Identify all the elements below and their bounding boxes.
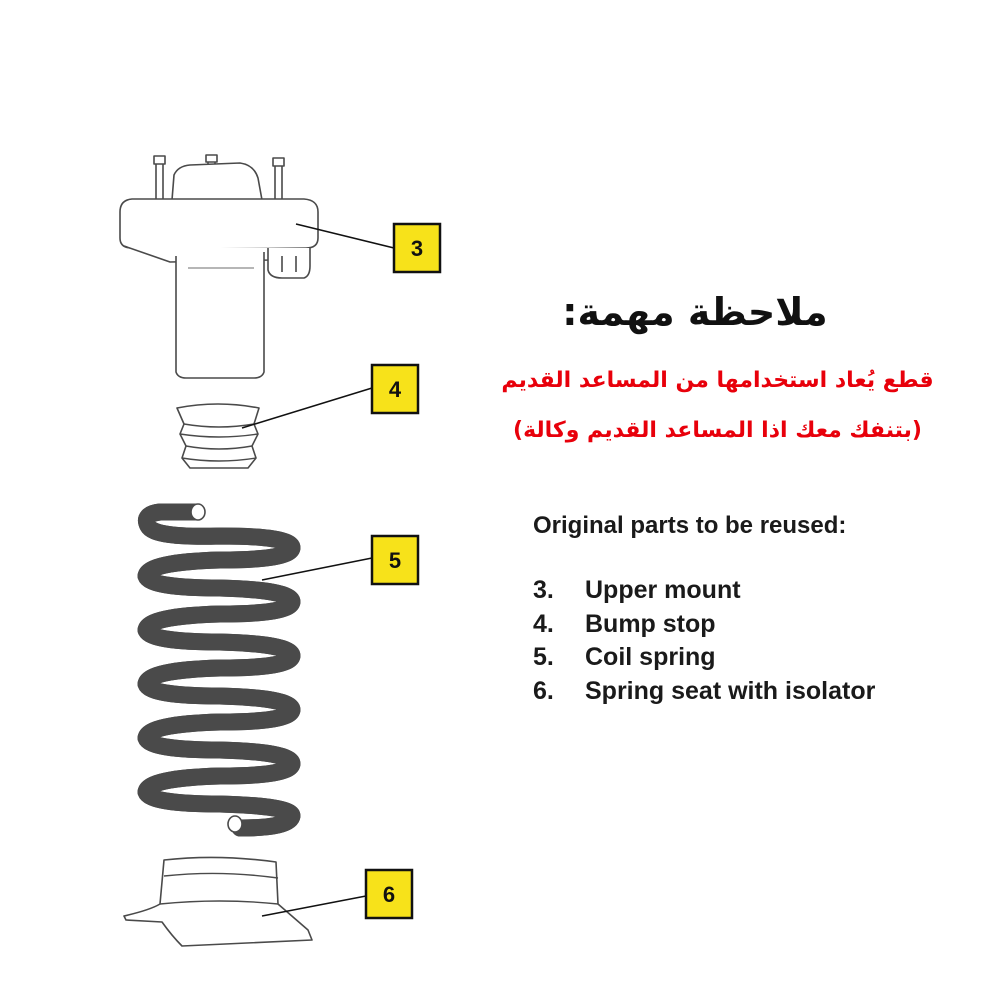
callout-6-label: 6 xyxy=(383,882,395,907)
note-line-2: (بتنفك معك اذا المساعد القديم وكالة) xyxy=(513,418,922,443)
callout-3: 3 xyxy=(392,222,442,274)
list-item-label: Upper mount xyxy=(585,576,741,604)
callout-4: 4 xyxy=(370,363,420,415)
list-item-label: Coil spring xyxy=(585,643,716,671)
coil-spring-drawing xyxy=(137,503,301,837)
callout-5: 5 xyxy=(370,534,420,586)
parts-list-block: Original parts to be reused: 3. Upper mou… xyxy=(533,512,973,708)
list-item-number: 3. xyxy=(533,576,554,604)
bump-stop-drawing xyxy=(176,403,260,469)
leader-line-5 xyxy=(261,557,373,581)
list-item-number: 6. xyxy=(533,676,554,705)
list-item: 5. Coil spring xyxy=(533,641,973,675)
spring-seat-drawing xyxy=(123,856,313,947)
list-item-number: 4. xyxy=(533,609,554,638)
list-item-label: Bump stop xyxy=(585,609,716,638)
list-item: 4. Bump stop xyxy=(533,608,973,642)
note-line-1: قطع يُعاد استخدامها من المساعد القديم xyxy=(501,368,934,393)
upper-mount-drawing xyxy=(119,154,319,379)
leader-line-6 xyxy=(261,895,367,917)
parts-list-heading: Original parts to be reused: xyxy=(533,512,847,539)
leader-line-3 xyxy=(295,223,395,249)
list-item: 6. Spring seat with isolator xyxy=(533,675,973,709)
list-item-label: Spring seat with isolator xyxy=(585,676,876,705)
list-item-number: 5. xyxy=(533,643,554,671)
callout-3-label: 3 xyxy=(411,236,423,261)
callout-6: 6 xyxy=(364,868,414,920)
parts-list: 3.Upper mount 4.Bump stop 5.Coil spring … xyxy=(533,574,973,708)
leader-line-4 xyxy=(241,387,373,429)
callout-5-label: 5 xyxy=(389,548,401,573)
list-item: 3. Upper mount xyxy=(533,574,973,608)
callout-4-label: 4 xyxy=(389,377,402,402)
note-title: ملاحظة مهمة: xyxy=(562,290,828,334)
